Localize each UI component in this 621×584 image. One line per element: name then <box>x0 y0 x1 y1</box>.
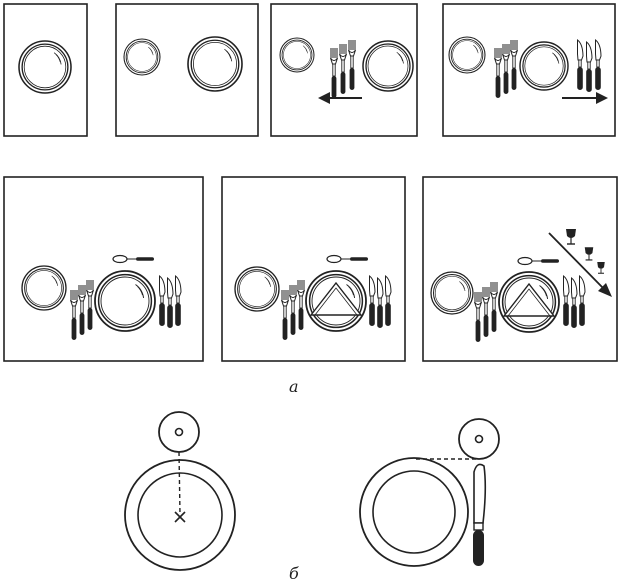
panel-step-5 <box>3 176 204 362</box>
panel-step-1 <box>3 3 88 137</box>
arrow-left-icon <box>318 92 362 104</box>
detail-right <box>359 418 500 567</box>
knife-icon <box>473 463 487 566</box>
pie-plate <box>234 266 280 312</box>
dinner-plate <box>359 457 469 567</box>
panel-step-7 <box>422 176 618 362</box>
panel-step-2 <box>115 3 259 137</box>
pie-plate <box>18 40 72 94</box>
caption-a: а <box>289 377 299 396</box>
pie-plate <box>448 36 486 74</box>
caption-b: б <box>289 564 299 583</box>
panel-step-6 <box>221 176 406 362</box>
detail-left <box>124 411 236 571</box>
dinner-plate-inner <box>372 470 456 554</box>
arrow-right-icon <box>562 92 608 104</box>
dinner-plate <box>187 36 243 92</box>
dinner-plate <box>94 270 156 332</box>
pie-plate <box>123 38 161 76</box>
arrow-diagonal-icon <box>548 232 612 297</box>
small-plate-center <box>174 427 184 437</box>
center-mark-icon <box>174 511 186 523</box>
dinner-plate <box>362 40 414 92</box>
panel-step-4 <box>442 3 616 137</box>
small-plate-center <box>474 434 484 444</box>
pie-plate <box>430 271 474 315</box>
pie-plate <box>279 37 315 73</box>
panel-step-3 <box>270 3 418 137</box>
dinner-plate <box>519 41 569 91</box>
panel-frame <box>422 176 618 362</box>
alignment-line <box>178 451 181 516</box>
pie-plate <box>21 265 67 311</box>
